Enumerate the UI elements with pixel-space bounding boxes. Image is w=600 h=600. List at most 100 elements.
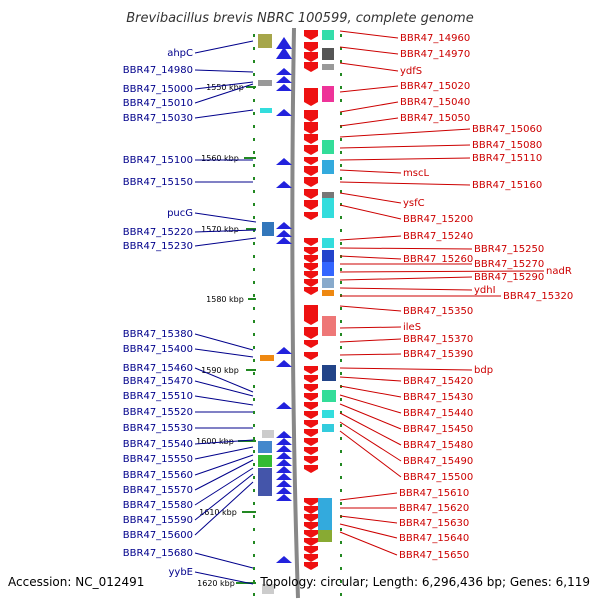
tick-dot — [340, 151, 342, 154]
scale-tick-label: 1590 kbp — [201, 366, 239, 375]
left-gene-label: BBR47_15560 — [123, 470, 193, 481]
right-gene-label: BBR47_15260 — [403, 254, 473, 265]
reverse-gene-arrow — [304, 88, 318, 106]
right-gene-label: BBR47_15440 — [403, 408, 473, 419]
right-gene-label: BBR47_15390 — [403, 349, 473, 360]
right-leader-line — [339, 376, 402, 382]
right-leader-line — [339, 157, 471, 161]
reverse-gene-arrow — [304, 411, 318, 419]
left-leader-line — [194, 229, 257, 233]
tick-dot — [253, 138, 255, 141]
tick-dot — [340, 320, 342, 323]
right-leader-line — [339, 85, 399, 93]
right-gene-label: BBR47_15040 — [400, 97, 470, 108]
gene-hit-block — [262, 584, 274, 594]
left-gene-label: BBR47_15010 — [123, 98, 193, 109]
reverse-gene-arrow — [304, 52, 318, 62]
right-gene-label: ydhI — [474, 285, 496, 296]
reverse-gene-arrow — [304, 200, 318, 210]
right-gene-label: nadR — [546, 266, 572, 277]
genome-backbone — [290, 27, 300, 599]
forward-gene-arrow — [276, 347, 292, 354]
right-gene-label: BBR47_15490 — [403, 456, 473, 467]
left-gene-label: BBR47_14980 — [123, 65, 193, 76]
gene-hit-block — [260, 108, 272, 113]
tick-dot — [253, 73, 255, 76]
left-gene-label: BBR47_15470 — [123, 376, 193, 387]
right-gene-label: BBR47_15420 — [403, 376, 473, 387]
right-leader-line — [339, 181, 471, 186]
right-gene-label: BBR47_15320 — [503, 291, 573, 302]
tick-dot — [340, 203, 342, 206]
tick-dot — [340, 502, 342, 505]
reverse-gene-arrow — [304, 530, 318, 538]
gene-hit-block — [258, 468, 272, 496]
forward-gene-arrow — [276, 445, 292, 452]
tick-dot — [253, 515, 255, 518]
forward-gene-arrow — [276, 487, 292, 494]
right-leader-line — [339, 305, 402, 312]
right-leader-line — [339, 169, 402, 174]
left-gene-label: BBR47_15550 — [123, 454, 193, 465]
right-gene-label: BBR47_15270 — [474, 259, 544, 270]
right-leader-line — [339, 421, 402, 462]
tick-dot — [253, 346, 255, 349]
left-leader-line — [194, 395, 254, 406]
tick-dot — [340, 359, 342, 362]
reverse-gene-arrow — [304, 212, 318, 220]
left-gene-label: BBR47_15530 — [123, 423, 193, 434]
tick-dot — [253, 47, 255, 50]
reverse-gene-arrow — [304, 271, 318, 279]
right-gene-label: BBR47_15630 — [399, 518, 469, 529]
forward-gene-arrow — [276, 480, 292, 487]
reverse-gene-arrow — [304, 498, 318, 506]
scale-tick-label: 1560 kbp — [201, 154, 239, 163]
tick-dot — [253, 112, 255, 115]
forward-gene-arrow — [276, 158, 292, 165]
right-gene-label: BBR47_15080 — [472, 140, 542, 151]
tick-dot — [253, 34, 255, 37]
left-gene-label: BBR47_15000 — [123, 84, 193, 95]
tick-dot — [253, 502, 255, 505]
left-leader-line — [194, 454, 254, 476]
right-leader-line — [339, 192, 402, 204]
tick-dot — [253, 554, 255, 557]
reverse-gene-arrow — [304, 177, 318, 187]
forward-gene-arrow — [276, 109, 292, 116]
forward-gene-arrow — [276, 431, 292, 438]
reverse-gene-arrow — [304, 366, 318, 374]
tick-dot — [340, 229, 342, 232]
forward-gene-arrow — [276, 222, 292, 229]
scale-tick-label: 1580 kbp — [206, 295, 244, 304]
gene-hit-block — [322, 86, 334, 102]
left-leader-line — [194, 333, 254, 351]
tick-dot — [340, 541, 342, 544]
tick-dot — [253, 541, 255, 544]
reverse-gene-arrow — [304, 456, 318, 464]
tick-dot — [253, 528, 255, 531]
left-leader-line — [194, 237, 257, 247]
left-gene-label: BBR47_15590 — [123, 515, 193, 526]
left-leader-line — [194, 40, 254, 54]
right-leader-line — [339, 204, 402, 220]
right-leader-line — [339, 128, 471, 138]
forward-gene-arrow — [276, 68, 292, 75]
right-gene-label: BBR47_15450 — [403, 424, 473, 435]
tick-dot — [340, 554, 342, 557]
scale-tick-label: 1610 kbp — [199, 508, 237, 517]
left-gene-label: BBR47_15380 — [123, 329, 193, 340]
tick-dot — [253, 307, 255, 310]
right-gene-label: BBR47_15430 — [403, 392, 473, 403]
left-leader-line — [194, 481, 254, 536]
gene-hit-block — [322, 192, 334, 198]
right-leader-line — [339, 270, 545, 273]
reverse-gene-arrow — [304, 393, 318, 401]
right-leader-line — [339, 247, 473, 250]
forward-gene-arrow — [276, 438, 292, 445]
right-gene-label: BBR47_15050 — [400, 113, 470, 124]
left-gene-label: BBR47_15580 — [123, 500, 193, 511]
tick-dot — [253, 242, 255, 245]
left-gene-label: BBR47_15150 — [123, 177, 193, 188]
tick-dot — [340, 177, 342, 180]
forward-gene-arrow — [276, 37, 292, 49]
